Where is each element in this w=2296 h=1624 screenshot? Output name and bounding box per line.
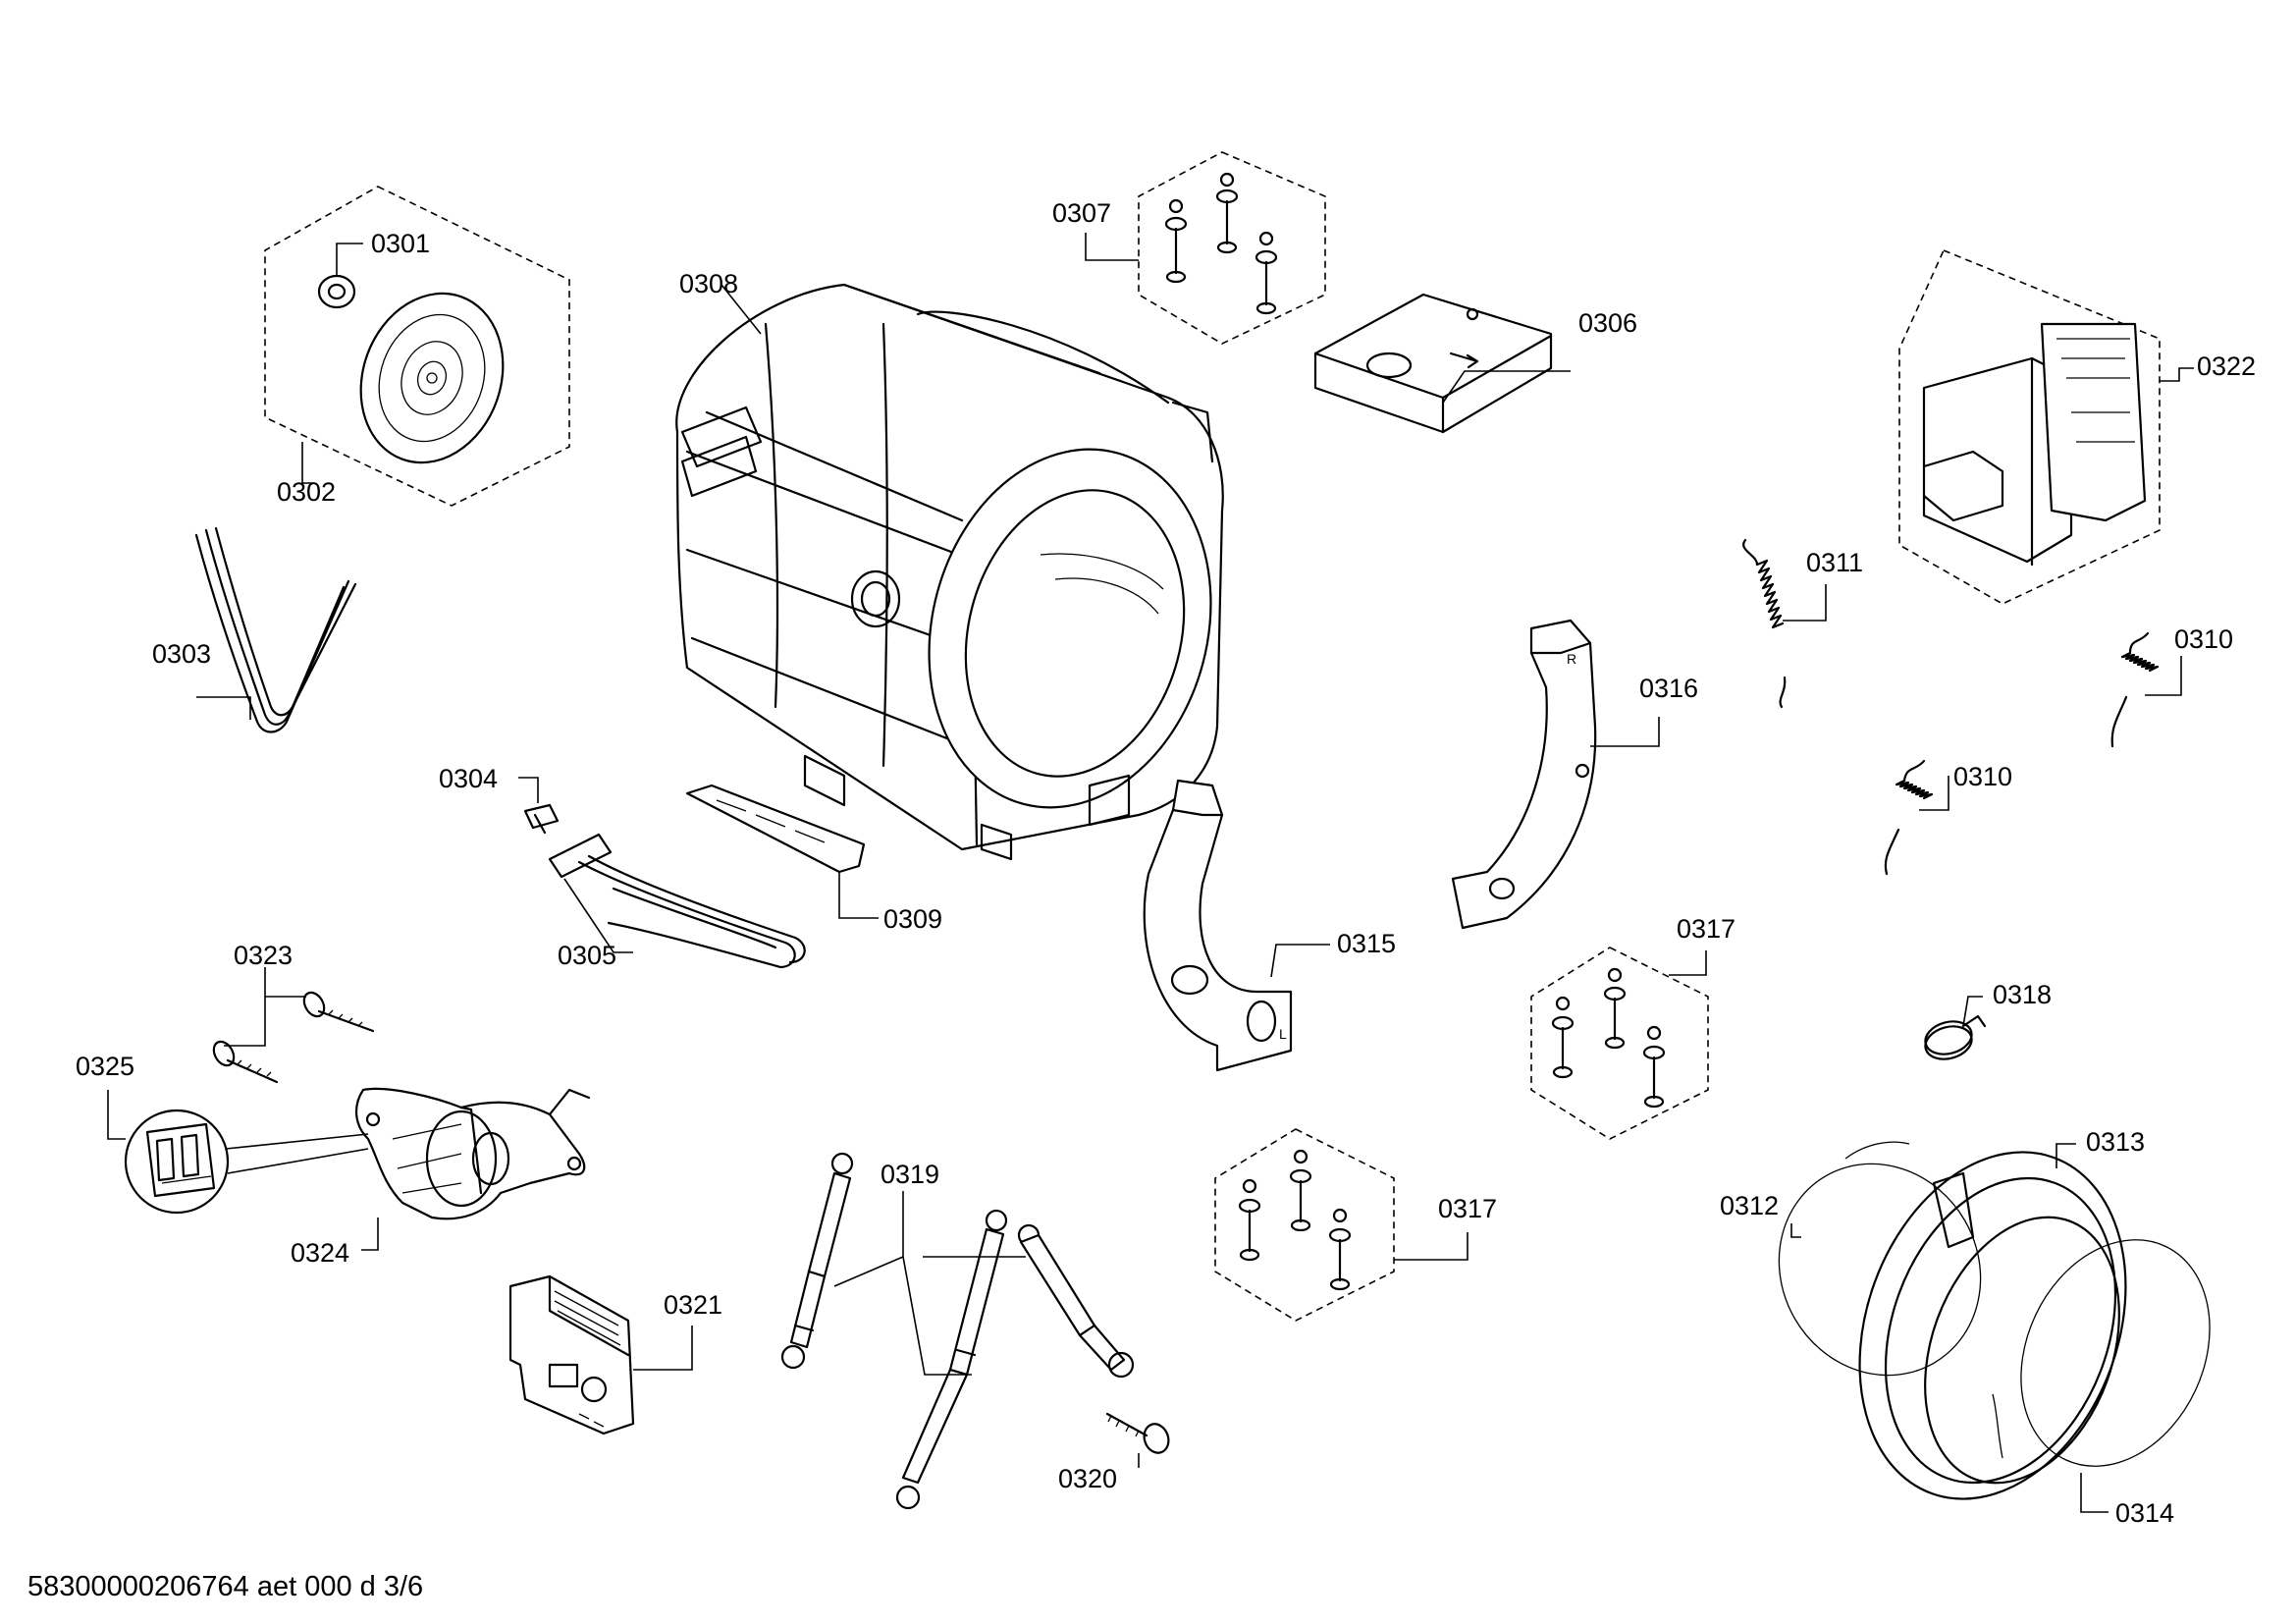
motor-screws: [212, 967, 375, 1084]
inner-clamp-ring: [2020, 1239, 2211, 1467]
spring-0310-lower: [1884, 759, 1949, 876]
label-0310-upper: 0310: [2174, 624, 2233, 654]
label-0318: 0318: [1993, 980, 2052, 1009]
label-0321: 0321: [664, 1290, 722, 1320]
control-module-group: [1898, 248, 2194, 605]
screw-set-top: [1085, 151, 1326, 345]
label-0310-lower: 0310: [1953, 762, 2012, 791]
label-0324: 0324: [291, 1238, 349, 1268]
label-0317-lower: 0317: [1438, 1194, 1497, 1223]
document-code: 58300000206764 aet 000 d 3/6: [27, 1571, 423, 1602]
screw-1: [1215, 172, 1239, 254]
label-0306: 0306: [1578, 308, 1637, 338]
counterweight-left: L: [1143, 779, 1330, 1072]
label-0302: 0302: [277, 477, 336, 507]
bracket-marking-l: L: [1279, 1026, 1287, 1042]
screw-3: [1255, 231, 1278, 315]
ntc-sensor: [518, 777, 560, 835]
pulley-nut: [317, 274, 356, 309]
shock-screw: [1105, 1412, 1170, 1468]
screw-set-middle: [1530, 947, 1709, 1140]
label-0323: 0323: [234, 941, 293, 970]
label-0309: 0309: [883, 904, 942, 934]
label-0312: 0312: [1720, 1191, 1779, 1220]
heating-element: [548, 833, 806, 969]
label-0313: 0313: [2086, 1127, 2145, 1157]
tub-opening-outer: [928, 448, 1212, 809]
spring-0310-upper: [2110, 631, 2182, 748]
label-0311: 0311: [1806, 548, 1863, 577]
label-0317-middle: 0317: [1677, 914, 1735, 944]
bracket-marking-r: R: [1567, 651, 1576, 667]
label-0303: 0303: [152, 639, 211, 669]
motor-connector: [107, 1090, 369, 1215]
shock-absorbers: [780, 1152, 1135, 1510]
label-0325: 0325: [76, 1052, 134, 1081]
label-0314: 0314: [2115, 1498, 2174, 1528]
door-seal-assembly: [1778, 1141, 2211, 1513]
label-0320: 0320: [1058, 1464, 1117, 1493]
hose-clamp: [1924, 996, 1987, 1060]
label-0307: 0307: [1052, 198, 1111, 228]
label-0301: 0301: [371, 229, 430, 258]
shock-absorber-3: [1017, 1223, 1135, 1379]
screw-2: [1164, 198, 1188, 284]
counterweight-right: R: [1451, 619, 1660, 930]
lift-rib: [685, 784, 879, 919]
screw-set-lower: [1214, 1128, 1468, 1322]
pulley-group: [264, 186, 570, 507]
tub-cover: [1313, 293, 1571, 434]
drive-motor: [355, 1087, 591, 1251]
label-0322: 0322: [2197, 352, 2256, 381]
label-0305: 0305: [558, 941, 616, 970]
label-0308: 0308: [679, 269, 738, 298]
tub-assembly: [675, 283, 1224, 861]
shock-absorber-1: [780, 1152, 854, 1370]
pulley-group-outline: [264, 186, 570, 507]
motor-control-board: [508, 1274, 693, 1435]
drive-belt: [194, 526, 357, 733]
label-0304: 0304: [439, 764, 498, 793]
label-0316: 0316: [1639, 674, 1698, 703]
label-0315: 0315: [1337, 929, 1396, 958]
tub-opening-inner: [964, 489, 1186, 778]
label-0319: 0319: [881, 1160, 939, 1189]
outer-clamp-ring: [1778, 1163, 1982, 1377]
shock-absorber-2: [895, 1209, 1008, 1510]
pulley-wheel: [359, 292, 505, 464]
spring-0311: [1742, 538, 1827, 709]
door-seal-inner: [1884, 1176, 2117, 1485]
